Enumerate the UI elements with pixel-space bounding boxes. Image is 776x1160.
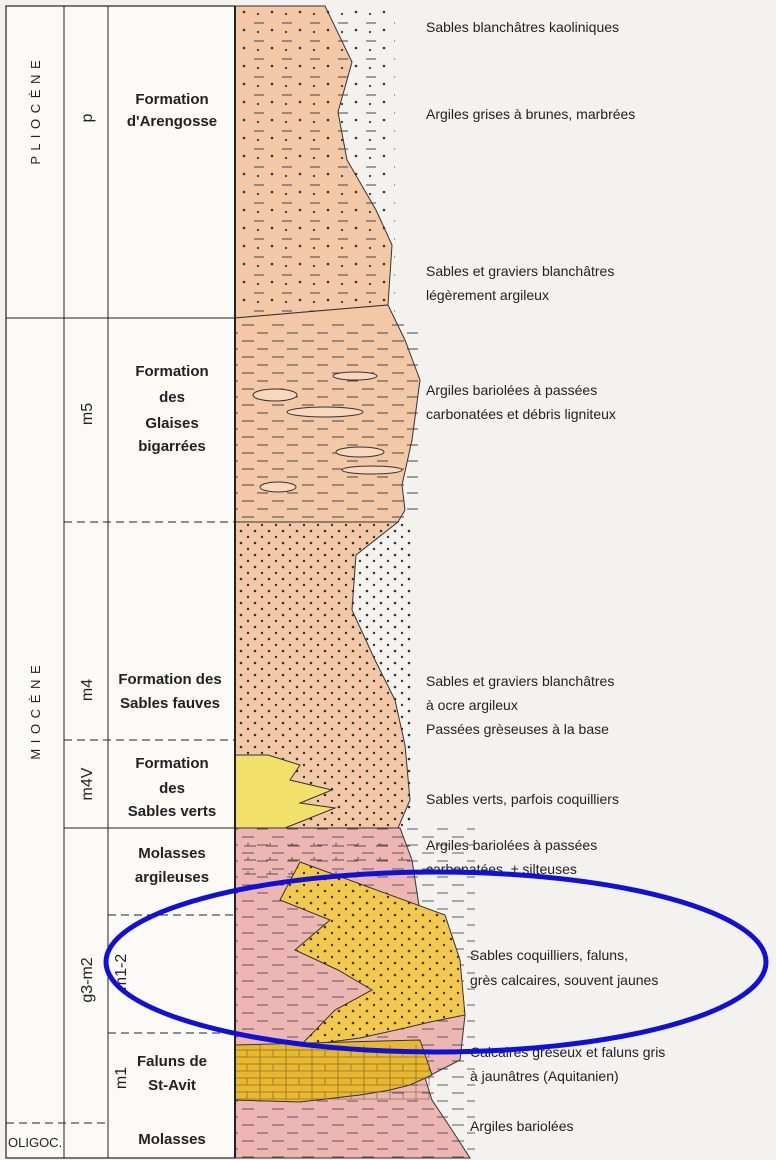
description-sables-verts: Sables verts, parfois coquilliers — [426, 791, 619, 807]
svg-text:Sables et graviers blanchâtres: Sables et graviers blanchâtres — [426, 673, 614, 689]
svg-text:Sables fauves: Sables fauves — [120, 695, 220, 712]
svg-text:Glaises: Glaises — [145, 415, 198, 432]
svg-text:Argiles bariolées à passées: Argiles bariolées à passées — [426, 837, 597, 853]
svg-text:Argiles grises à brunes, marbr: Argiles grises à brunes, marbrées — [426, 106, 635, 122]
svg-text:Molasses: Molasses — [138, 845, 206, 862]
code-m4v: m4V — [79, 767, 96, 800]
svg-text:légèrement argileux: légèrement argileux — [426, 287, 549, 303]
svg-text:Faluns de: Faluns de — [137, 1053, 207, 1070]
lithology-column — [235, 6, 475, 1158]
svg-text:St-Avit: St-Avit — [148, 1077, 196, 1094]
description-sables-kaoliniques: Sables blanchâtres kaoliniques — [426, 19, 619, 35]
formation-molasses: Molasses — [138, 1131, 206, 1148]
svg-text:Sables et graviers blanchâtres: Sables et graviers blanchâtres — [426, 263, 614, 279]
svg-text:Argiles bariolées: Argiles bariolées — [470, 1118, 574, 1134]
svg-text:grès calcaires, souvent jaunes: grès calcaires, souvent jaunes — [470, 972, 658, 988]
svg-text:Sables blanchâtres kaoliniques: Sables blanchâtres kaoliniques — [426, 19, 619, 35]
svg-text:à jaunâtres (Aquitanien): à jaunâtres (Aquitanien) — [470, 1068, 619, 1084]
svg-text:Sables coquilliers, faluns,: Sables coquilliers, faluns, — [470, 947, 628, 963]
description-argiles-bariolees-lignite: Argiles bariolées à passées carbonatées … — [426, 382, 616, 422]
svg-text:Argiles bariolées à passées: Argiles bariolées à passées — [426, 382, 597, 398]
code-m5: m5 — [79, 403, 96, 425]
svg-text:Formation: Formation — [135, 363, 208, 380]
description-sables-graviers: Sables et graviers blanchâtres légèremen… — [426, 263, 614, 303]
description-sables-fauves: Sables et graviers blanchâtres à ocre ar… — [426, 673, 614, 737]
era-oligocene: OLIGOC. — [8, 1135, 62, 1150]
svg-text:d'Arengosse: d'Arengosse — [127, 113, 217, 130]
svg-text:Sables verts, parfois coquilli: Sables verts, parfois coquilliers — [426, 791, 619, 807]
svg-text:Passées grèseuses à la base: Passées grèseuses à la base — [426, 721, 609, 737]
svg-text:Sables verts: Sables verts — [128, 803, 216, 820]
description-argiles-bariolees: Argiles bariolées — [470, 1118, 574, 1134]
description-argiles-grises: Argiles grises à brunes, marbrées — [426, 106, 635, 122]
description-sables-coquilliers: Sables coquilliers, faluns, grès calcair… — [470, 947, 658, 988]
svg-text:Formation des: Formation des — [118, 671, 221, 688]
code-p: p — [79, 113, 96, 122]
svg-text:Formation: Formation — [135, 91, 208, 108]
svg-text:des: des — [159, 389, 185, 406]
svg-text:carbonatées et débris ligniteu: carbonatées et débris ligniteux — [426, 406, 616, 422]
svg-text:à ocre argileux: à ocre argileux — [426, 697, 518, 713]
code-m1: m1 — [113, 1067, 130, 1089]
svg-text:Formation: Formation — [135, 755, 208, 772]
code-m4: m4 — [79, 679, 96, 701]
svg-text:des: des — [159, 780, 185, 797]
svg-text:bigarrées: bigarrées — [138, 438, 206, 455]
code-g3m2: g3-m2 — [79, 957, 96, 1002]
svg-text:Molasses: Molasses — [138, 1131, 206, 1148]
era-miocene: M I O C È N E — [28, 664, 43, 759]
svg-text:argileuses: argileuses — [135, 869, 209, 886]
era-pliocene: P L I O C È N E — [28, 59, 43, 164]
